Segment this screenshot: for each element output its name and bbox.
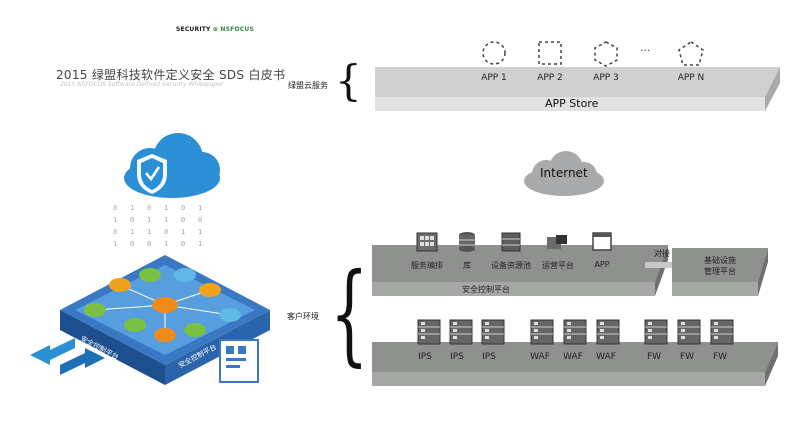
service-label-orchestration: 服务编排 bbox=[411, 261, 443, 270]
brand-plus-icon: ⊕ bbox=[212, 26, 219, 33]
svg-text:1: 1 bbox=[181, 228, 185, 236]
svg-text:1: 1 bbox=[147, 216, 151, 224]
appn-icon bbox=[678, 41, 704, 66]
svg-text:0: 0 bbox=[181, 240, 185, 248]
brand-logo: SECURITY ⊕ NSFOCUS bbox=[176, 26, 254, 33]
infra-platform-line2: 管理平台 bbox=[704, 267, 736, 276]
app-store-platform bbox=[375, 67, 780, 111]
cloud-shield-icon bbox=[124, 133, 220, 198]
double-arrow-icon bbox=[30, 338, 105, 375]
app-window-icon bbox=[592, 232, 612, 251]
service-label-operations: 运营平台 bbox=[542, 261, 574, 270]
device-label-ips-3: IPS bbox=[482, 352, 496, 362]
svg-text:0: 0 bbox=[113, 204, 117, 212]
database-icon bbox=[459, 232, 475, 252]
app2-icon bbox=[538, 41, 562, 65]
svg-text:0: 0 bbox=[130, 240, 134, 248]
infra-platform-shape bbox=[672, 248, 768, 296]
svg-text:1: 1 bbox=[164, 204, 168, 212]
binary-stream: 0 1 0 1 1 0 1 0 0 1 1 0 1 1 0 1 0 0 1 0 1 0 1 1 bbox=[113, 204, 202, 248]
cloud-brace: { bbox=[335, 56, 362, 105]
brand-security-text: SECURITY bbox=[176, 26, 211, 33]
app-label-n: APP N bbox=[677, 73, 705, 83]
customer-brace: { bbox=[330, 249, 369, 377]
svg-text:1: 1 bbox=[198, 228, 202, 236]
brand-nsfocus-text: NSFOCUS bbox=[220, 26, 254, 33]
control-platform-label: 安全控制平台 bbox=[462, 285, 510, 294]
svg-text:0: 0 bbox=[181, 216, 185, 224]
service-label-app: APP bbox=[594, 260, 610, 269]
device-label-fw-3: FW bbox=[712, 352, 728, 362]
svg-text:0: 0 bbox=[113, 228, 117, 236]
operations-icon bbox=[547, 235, 567, 249]
cloud-service-label: 绿盟云服务 bbox=[288, 81, 328, 90]
device-label-waf-1: WAF bbox=[530, 352, 550, 362]
svg-text:1: 1 bbox=[164, 240, 168, 248]
svg-text:1: 1 bbox=[164, 216, 168, 224]
svg-text:1: 1 bbox=[113, 240, 117, 248]
app-store-label: APP Store bbox=[545, 97, 599, 110]
device-label-fw-2: FW bbox=[679, 352, 695, 362]
page-subtitle: 2015 NSFOCUS Software Defined Security W… bbox=[60, 81, 224, 88]
svg-text:0: 0 bbox=[147, 204, 151, 212]
connector-label: 对接 bbox=[654, 249, 670, 258]
svg-text:1: 1 bbox=[113, 216, 117, 224]
svg-text:1: 1 bbox=[198, 204, 202, 212]
monitor-icon bbox=[219, 339, 259, 383]
app-ellipsis: ··· bbox=[640, 44, 651, 57]
service-label-library: 库 bbox=[463, 261, 471, 270]
device-label-waf-3: WAF bbox=[596, 352, 616, 362]
app1-icon bbox=[482, 41, 506, 65]
device-label-fw-1: FW bbox=[646, 352, 662, 362]
device-pool-icon bbox=[501, 232, 521, 252]
customer-env-label: 客户环境 bbox=[287, 312, 319, 321]
internet-label: Internet bbox=[540, 166, 588, 180]
svg-text:1: 1 bbox=[147, 228, 151, 236]
device-label-ips-2: IPS bbox=[450, 352, 464, 362]
device-label-waf-2: WAF bbox=[563, 352, 583, 362]
app3-icon bbox=[594, 41, 618, 67]
infra-platform-line1: 基础设施 bbox=[704, 256, 736, 265]
control-platform-shape bbox=[372, 245, 668, 296]
svg-text:1: 1 bbox=[130, 228, 134, 236]
app-label-2: APP 2 bbox=[537, 73, 563, 83]
device-platform-shape bbox=[372, 342, 778, 386]
svg-text:0: 0 bbox=[147, 240, 151, 248]
page-title: 2015 绿盟科技软件定义安全 SDS 白皮书 bbox=[56, 68, 286, 82]
service-label-device-pool: 设备资源池 bbox=[491, 261, 531, 270]
svg-text:0: 0 bbox=[198, 216, 202, 224]
svg-text:0: 0 bbox=[181, 204, 185, 212]
svg-text:0: 0 bbox=[164, 228, 168, 236]
svg-text:0: 0 bbox=[130, 216, 134, 224]
device-label-ips-1: IPS bbox=[418, 352, 432, 362]
internet-cloud-icon bbox=[524, 151, 604, 196]
device-icons bbox=[417, 319, 734, 345]
app-label-1: APP 1 bbox=[481, 73, 507, 83]
svg-text:1: 1 bbox=[198, 240, 202, 248]
service-orchestration-icon bbox=[416, 232, 438, 252]
app-label-3: APP 3 bbox=[593, 73, 619, 83]
platform-nodes bbox=[84, 268, 241, 342]
svg-text:1: 1 bbox=[130, 204, 134, 212]
